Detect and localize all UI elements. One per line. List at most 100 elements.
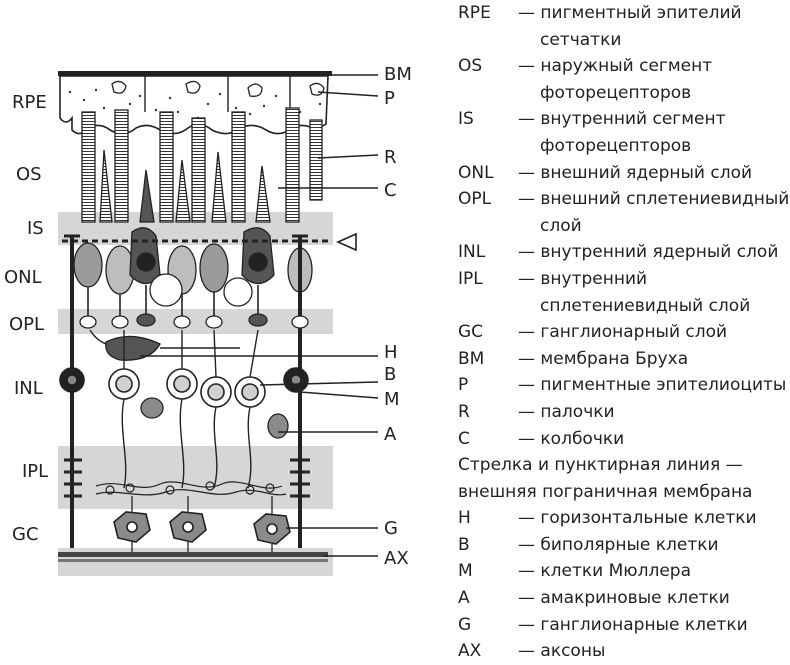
opl-band [58, 309, 333, 334]
ganglion-cells [113, 511, 291, 545]
legend-desc-cont: фоторецепторов [540, 82, 692, 103]
bipolar-cells [108, 368, 266, 408]
legend-row: OS — наружный сегмент [458, 53, 790, 80]
marker-label-b: B [384, 364, 396, 385]
rods [81, 107, 323, 223]
legend-abbr: IS [458, 109, 474, 130]
layer-label-opl: OPL [9, 314, 44, 335]
bipolar-axons [121, 329, 259, 489]
legend-row: AX — аксоны [458, 638, 790, 665]
legend-row: R — палочки [458, 399, 790, 426]
marker-label-m: M [384, 389, 400, 410]
legend-row: OPL — внешний сплетениевидный [458, 186, 790, 213]
legend-abbr: OPL [458, 189, 492, 210]
legend-note-1: Стрелка и пунктирная линия — [458, 455, 743, 476]
legend-abbr: BM [458, 348, 485, 369]
legend-desc: — внешний ядерный слой [518, 162, 753, 183]
legend-row: M — клетки Мюллера [458, 558, 790, 585]
muller-nuclei [59, 367, 309, 393]
legend-row: фоторецепторов [458, 133, 790, 160]
legend-desc: — ганглионарные клетки [518, 614, 748, 635]
legend-desc: — наружный сегмент [518, 56, 713, 77]
legend-abbr: OS [458, 56, 483, 77]
legend-abbr: R [458, 401, 470, 422]
amacrine-cells [140, 397, 289, 439]
ganglion-dendrites [131, 496, 273, 552]
legend-row: G — ганглионарные клетки [458, 612, 790, 639]
legend-desc: — колбочки [518, 428, 625, 449]
leader-lines [140, 74, 379, 557]
legend-row: IPL — внутренний [458, 266, 790, 293]
legend-abbr: ONL [458, 162, 494, 183]
marker-label-r: R [384, 147, 397, 168]
layer-label-onl: ONL [4, 267, 42, 288]
legend-desc: — внешний сплетениевидный [518, 189, 790, 210]
legend-desc: — горизонтальные клетки [518, 508, 757, 529]
photoreceptor-axons [87, 285, 301, 318]
marker-label-c: C [384, 180, 397, 201]
legend-desc: — пигментный эпителий [518, 3, 742, 23]
legend-desc: — палочки [518, 401, 615, 422]
legend-desc: — внутренний [518, 268, 648, 289]
legend-row: фоторецепторов [458, 80, 790, 107]
muller-processes [64, 234, 310, 498]
layer-label-is: IS [27, 218, 44, 239]
cones [99, 149, 271, 223]
layer-label-os: OS [16, 164, 42, 185]
retina-diagram: RPE OS IS ONL OPL INL IPL GC BM P R C H … [4, 64, 412, 576]
legend-row: GC— ганглионарный слой [458, 319, 790, 346]
marker-label-a: A [384, 424, 397, 445]
legend-row: слой [458, 213, 790, 240]
nerve-fiber-layer [58, 552, 328, 562]
legend-desc-cont: сплетениевидный слой [540, 295, 751, 316]
legend-row: P — пигментные эпителиоциты [458, 372, 790, 399]
legend-row: BM — мембрана Бруха [458, 346, 790, 373]
legend-abbr: M [458, 561, 473, 582]
legend-desc: — клетки Мюллера [518, 561, 691, 582]
marker-label-bm: BM [384, 64, 412, 85]
legend-abbr: INL [458, 242, 486, 263]
legend-desc: — амакриновые клетки [518, 588, 730, 609]
ipl-band [58, 446, 333, 509]
marker-label-g: G [384, 518, 398, 539]
layer-label-inl: INL [14, 378, 43, 399]
legend-abbr: RPE [458, 3, 491, 23]
legend-desc: — аксоны [518, 641, 606, 662]
legend-row: IS — внутренний сегмент [458, 106, 790, 133]
legend-desc-cont: фоторецепторов [540, 135, 692, 156]
olm-arrow [336, 232, 357, 252]
legend-abbr: P [458, 375, 469, 396]
legend-row: H — горизонтальные клетки [458, 505, 790, 532]
legend-desc: — внутренний сегмент [518, 109, 726, 130]
legend-abbr: A [458, 588, 470, 609]
legend-row: B— биполярные клетки [458, 532, 790, 559]
legend-desc: — мембрана Бруха [518, 348, 689, 369]
legend-row: INL — внутренний ядерный слой [458, 239, 790, 266]
legend-desc-cont: слой [540, 215, 582, 236]
marker-label-p: P [384, 88, 395, 109]
legend-abbr: G [458, 614, 472, 635]
legend-desc: — пигментные эпителиоциты [518, 375, 787, 396]
bruch-membrane [58, 71, 332, 76]
legend-desc: — внутренний ядерный слой [518, 242, 779, 263]
legend-row: сплетениевидный слой [458, 293, 790, 320]
legend-desc: — биполярные клетки [518, 534, 719, 555]
opl-terminals [79, 313, 309, 329]
marker-label-h: H [384, 342, 398, 363]
legend-abbr: IPL [458, 268, 483, 289]
legend-row: RPE — пигментный эпителий [458, 0, 790, 27]
layer-label-ipl: IPL [22, 461, 48, 482]
marker-label-ax: AX [384, 548, 409, 569]
legend-row: A — амакриновые клетки [458, 585, 790, 612]
legend-note-2: внешняя пограничная мембрана [458, 481, 753, 502]
legend-desc-cont: сетчатки [540, 29, 622, 50]
legend-abbr: C [458, 428, 470, 449]
legend-row: C — колбочки [458, 426, 790, 453]
legend-row: сетчатки [458, 27, 790, 54]
layer-label-gc: GC [12, 524, 39, 545]
legend-desc: — ганглионарный слой [518, 322, 728, 343]
ipl-synapses [95, 481, 287, 496]
horizontal-cell [89, 329, 240, 361]
legend-abbr: H [458, 508, 471, 529]
legend-abbr: AX [458, 641, 482, 662]
